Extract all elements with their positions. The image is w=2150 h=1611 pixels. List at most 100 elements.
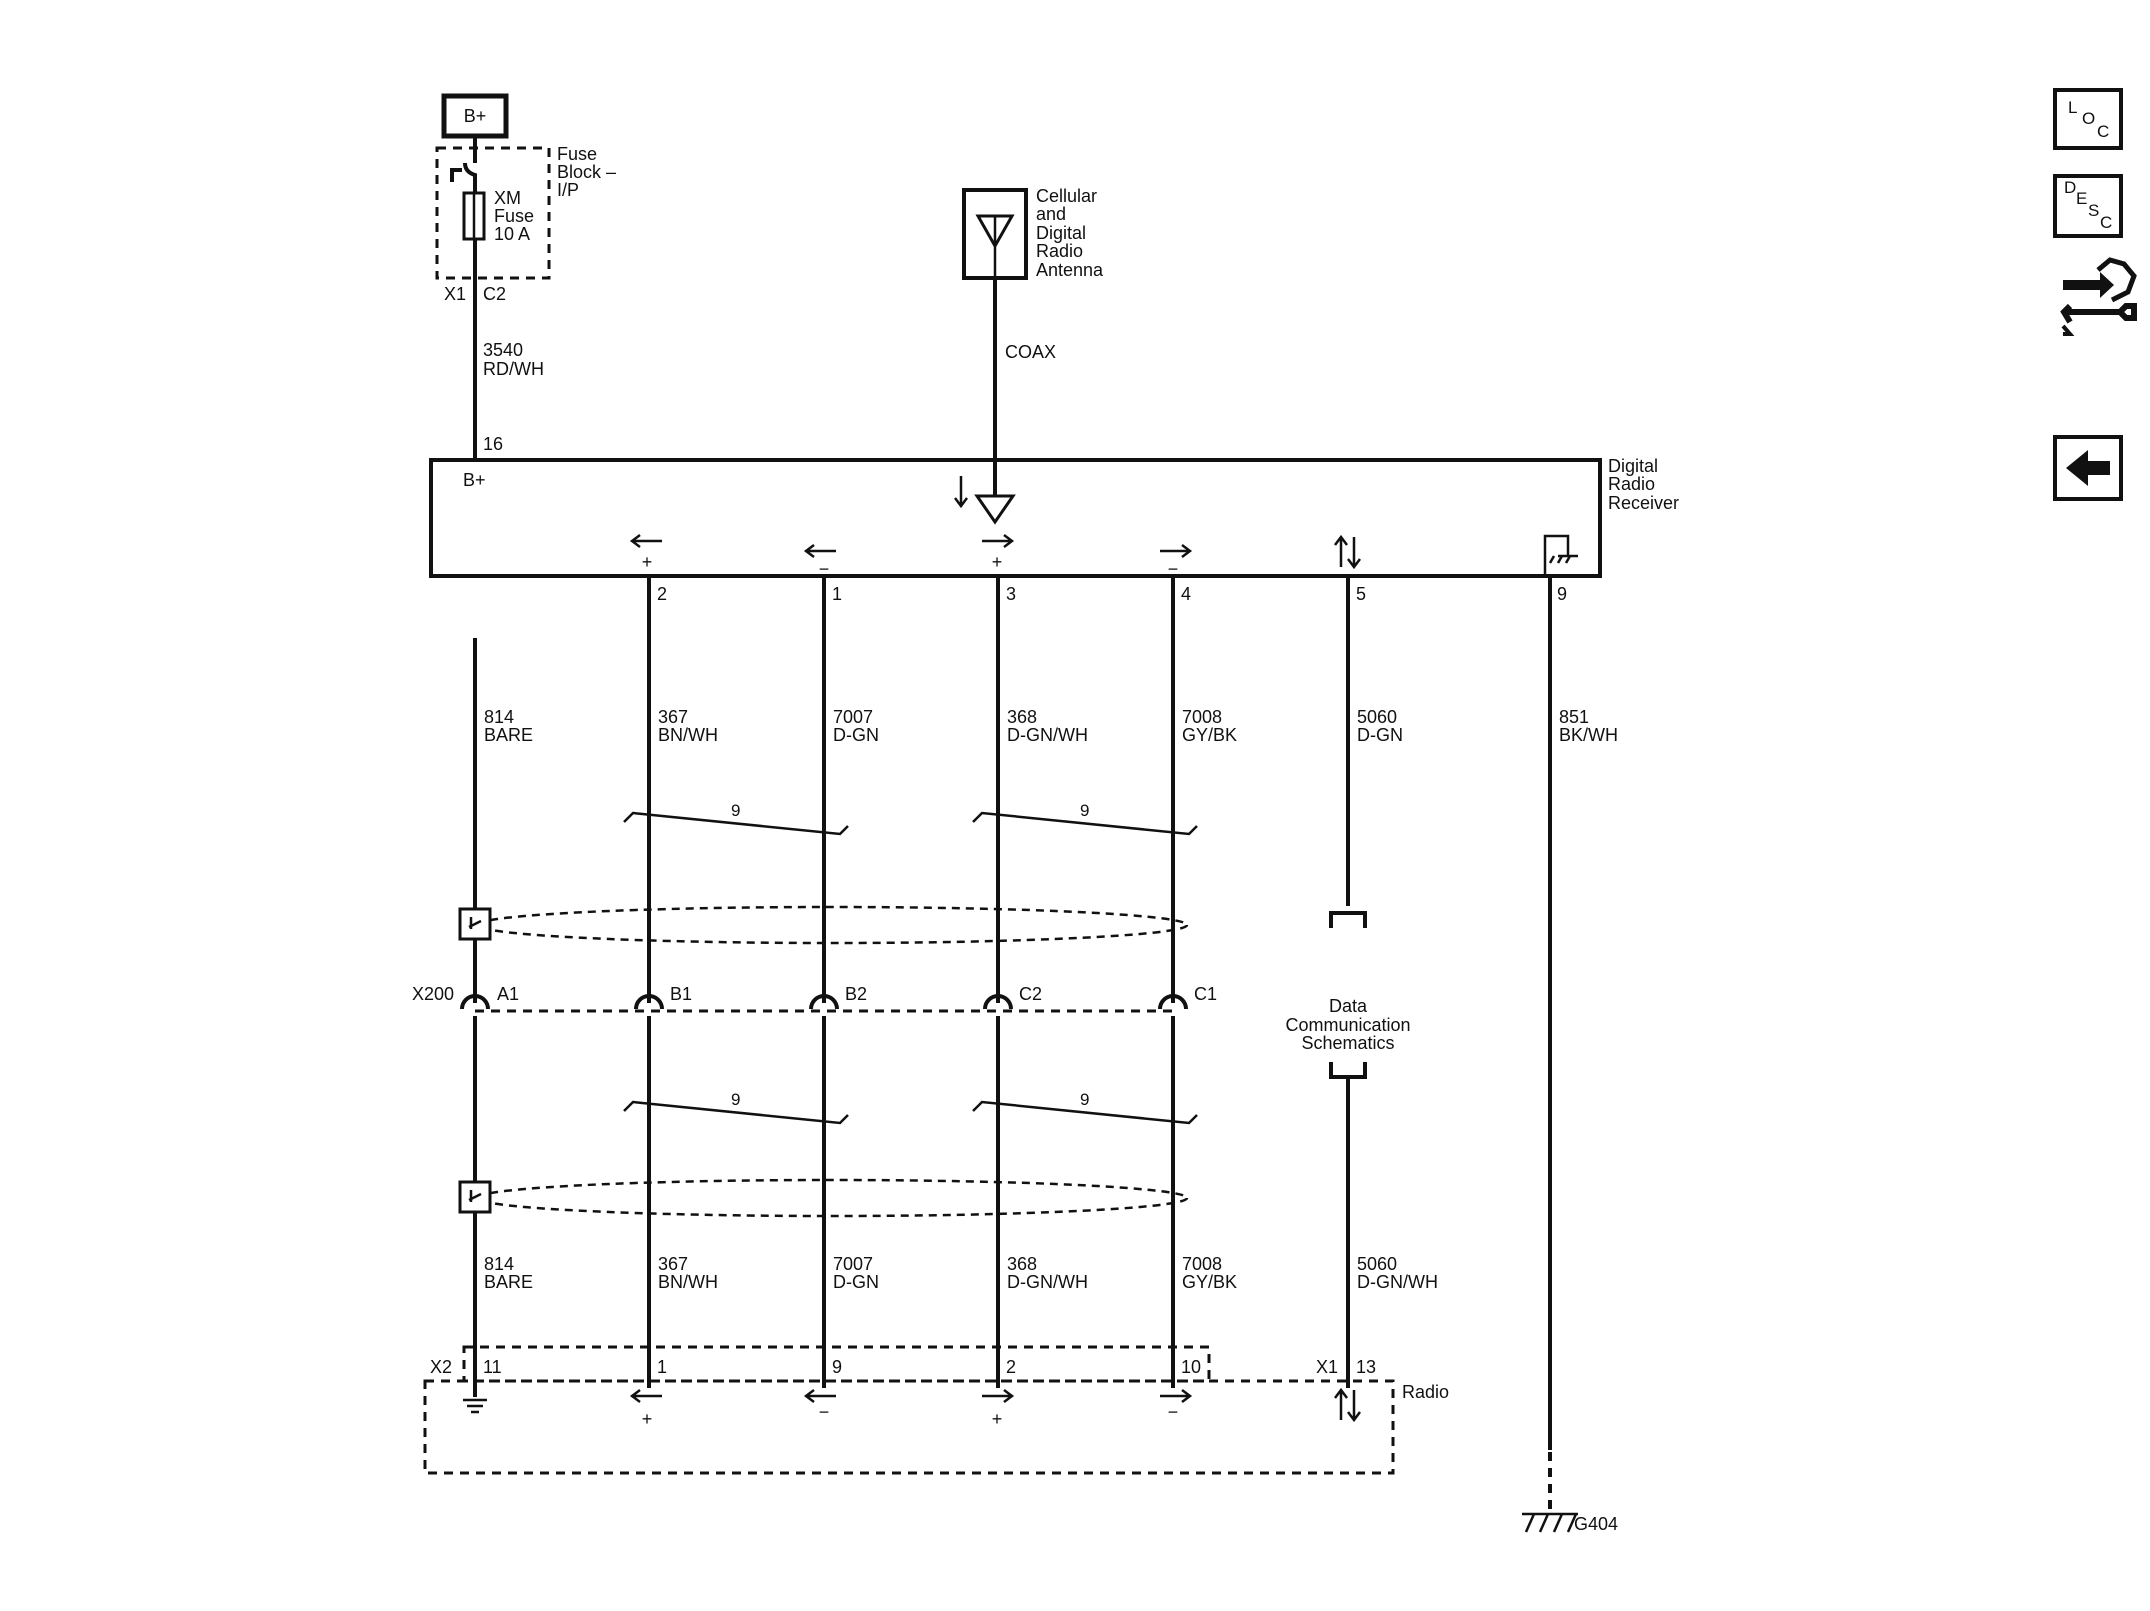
twist-label: 9	[1080, 1090, 1089, 1109]
receiver-pin: 9	[1557, 584, 1567, 604]
antenna-label: and	[1036, 204, 1066, 224]
x200-pin: A1	[497, 984, 519, 1004]
wire-circuit: 7007	[833, 1254, 873, 1274]
wire-color: D-GN/WH	[1007, 725, 1088, 745]
twist-label: 9	[731, 801, 740, 820]
receiver-label: Digital	[1608, 456, 1658, 476]
receiver-label: Receiver	[1608, 493, 1679, 513]
receiver-signal-symbols: + − + −	[629, 534, 1361, 579]
fuse-label: XM	[494, 188, 521, 208]
fuse-block-label: I/P	[557, 180, 579, 200]
receiver-pin: 1	[832, 584, 842, 604]
plus-sign: +	[642, 552, 653, 572]
receiver-pin: 3	[1006, 584, 1016, 604]
x200-pin: B2	[845, 984, 867, 1004]
desc-letter: E	[2076, 189, 2087, 208]
minus-sign: −	[819, 1402, 830, 1422]
wire-circuit: 368	[1007, 1254, 1037, 1274]
wire-color: D-GN	[833, 725, 879, 745]
twisted-pair-marker: 9	[623, 1090, 849, 1125]
wire-color: BN/WH	[658, 725, 718, 745]
minus-sign: −	[819, 559, 830, 579]
loc-letter: C	[2097, 122, 2109, 141]
radio-connector-x2: X2	[430, 1357, 452, 1377]
radio-pin: 1	[657, 1357, 667, 1377]
loc-letter: O	[2082, 109, 2095, 128]
wire-color: D-GN	[1357, 725, 1403, 745]
wire-color: BARE	[484, 1272, 533, 1292]
coax-label: COAX	[1005, 342, 1056, 362]
battery-supply: B+	[441, 93, 509, 139]
radio-pin: 13	[1356, 1357, 1376, 1377]
wire-circuit: 5060	[1357, 707, 1397, 727]
wire-3540-circuit: 3540	[483, 340, 523, 360]
plus-sign: +	[992, 1409, 1003, 1429]
receiver-pin: 2	[657, 584, 667, 604]
battery-supply-label: B+	[464, 106, 487, 126]
plus-sign: +	[992, 552, 1003, 572]
fuse-block-label: Fuse	[557, 144, 597, 164]
twist-label: 9	[731, 1090, 740, 1109]
connector-repair-icon[interactable]	[2060, 257, 2137, 336]
wire-color: D-GN/WH	[1357, 1272, 1438, 1292]
x200-pin: B1	[670, 984, 692, 1004]
data-comm-label: Data	[1329, 996, 1368, 1016]
minus-sign: −	[1168, 559, 1179, 579]
wire-color: GY/BK	[1182, 1272, 1237, 1292]
wire-circuit: 814	[484, 1254, 514, 1274]
receiver-pin: 4	[1181, 584, 1191, 604]
wire-color: D-GN	[833, 1272, 879, 1292]
wire-color: BARE	[484, 725, 533, 745]
minus-sign: −	[1168, 1402, 1179, 1422]
radio-connector-x1: X1	[1316, 1357, 1338, 1377]
fuse-label: 10 A	[494, 224, 530, 244]
wire-circuit: 7007	[833, 707, 873, 727]
twisted-pair-marker: 9	[972, 1090, 1198, 1125]
antenna-label: Digital	[1036, 223, 1086, 243]
fuse-block: Fuse Block – I/P XM Fuse 10 A X1 C2	[435, 144, 616, 304]
wire-circuit: 814	[484, 707, 514, 727]
data-comm-label: Schematics	[1301, 1033, 1394, 1053]
radio: Radio X2 X1 11 1 9 2 10 13 + − + −	[423, 1345, 1449, 1475]
antenna-input-symbol	[974, 494, 1016, 525]
antenna: Cellular and Digital Radio Antenna	[962, 186, 1104, 280]
receiver-pin-16: 16	[483, 434, 503, 454]
twisted-pair-marker: 9	[623, 801, 849, 836]
plus-sign: +	[642, 1409, 653, 1429]
desc-button[interactable]: D E S C	[2053, 174, 2123, 238]
antenna-label: Antenna	[1036, 260, 1104, 280]
wire-circuit: 7008	[1182, 707, 1222, 727]
wire-3540-color: RD/WH	[483, 359, 544, 379]
wire-color: BK/WH	[1559, 725, 1618, 745]
fuse-block-connector-c2: C2	[483, 284, 506, 304]
twist-label: 9	[1080, 801, 1089, 820]
radio-pin: 11	[483, 1357, 502, 1377]
twisted-pair-marker: 9	[972, 801, 1198, 836]
fuse-label: Fuse	[494, 206, 534, 226]
antenna-label: Radio	[1036, 241, 1083, 261]
data-communication-link: Data Communication Schematics	[1285, 911, 1411, 1079]
wire-color: GY/BK	[1182, 725, 1237, 745]
wire-circuit: 5060	[1357, 1254, 1397, 1274]
receiver-label: Radio	[1608, 474, 1655, 494]
shield-upper	[458, 905, 1189, 945]
receiver-bplus-label: B+	[463, 470, 486, 490]
wire-circuit: 367	[658, 1254, 688, 1274]
radio-pin: 2	[1006, 1357, 1016, 1377]
shield-lower	[458, 1178, 1189, 1218]
fuse-block-connector-x1: X1	[444, 284, 466, 304]
loc-button[interactable]: L O C	[2053, 88, 2123, 150]
wire-color: BN/WH	[658, 1272, 718, 1292]
wire-circuit: 368	[1007, 707, 1037, 727]
desc-letter: S	[2088, 201, 2099, 220]
fuse-block-label: Block –	[557, 162, 616, 182]
radio-pin: 9	[832, 1357, 842, 1377]
data-comm-label: Communication	[1285, 1015, 1410, 1035]
wire-circuit: 851	[1559, 707, 1589, 727]
loc-letter: L	[2068, 98, 2077, 117]
radio-label: Radio	[1402, 1382, 1449, 1402]
back-arrow-icon[interactable]	[2053, 435, 2123, 501]
desc-letter: C	[2100, 213, 2112, 232]
ground-g404: G404	[1522, 1512, 1618, 1534]
